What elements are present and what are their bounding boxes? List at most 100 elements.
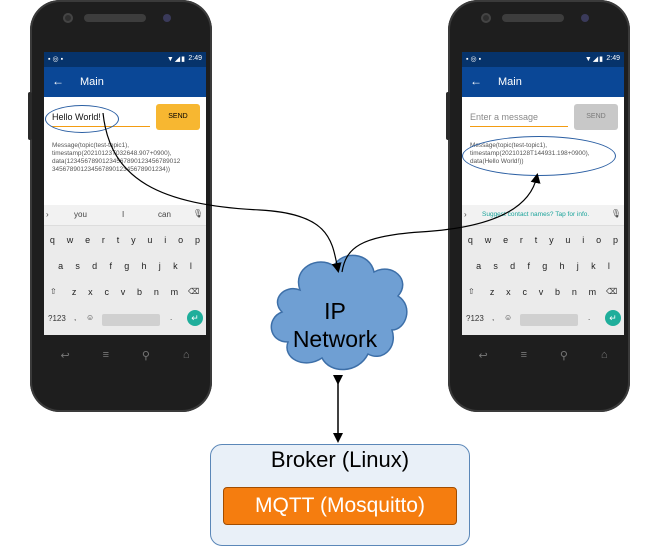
notification-icons: ▪◎▪ xyxy=(466,56,484,63)
key-j[interactable]: j xyxy=(576,261,579,271)
key-p[interactable]: p xyxy=(612,235,618,245)
key-g[interactable]: g xyxy=(124,261,130,271)
key-x[interactable]: x xyxy=(506,287,511,297)
key-c[interactable]: c xyxy=(104,287,109,297)
key-l[interactable]: l xyxy=(189,261,192,271)
period-key[interactable]: . xyxy=(170,313,173,322)
comma-key[interactable]: , xyxy=(74,313,77,322)
message-input[interactable]: Enter a message xyxy=(470,108,568,127)
status-bar: ▪◎▪ ▼◢▮ 2:49 xyxy=(462,52,624,67)
symbols-key[interactable]: ?123 xyxy=(48,314,66,323)
key-k[interactable]: k xyxy=(173,261,178,271)
backspace-key-icon[interactable]: ⌫ xyxy=(188,287,200,296)
key-m[interactable]: m xyxy=(170,287,179,297)
key-f[interactable]: f xyxy=(527,261,530,271)
status-bar: ▪◎▪ ▼◢▮ 2:49 xyxy=(44,52,206,67)
key-r[interactable]: r xyxy=(101,235,105,245)
sensor-icon xyxy=(163,14,171,22)
shift-key-icon[interactable]: ⇧ xyxy=(50,287,57,296)
chevron-right-icon[interactable]: › xyxy=(464,210,467,219)
suggest-hint[interactable]: Suggest contact names? Tap for info. xyxy=(482,211,590,218)
back-arrow-icon[interactable]: ← xyxy=(470,74,482,88)
backspace-key-icon[interactable]: ⌫ xyxy=(606,287,618,296)
emoji-key-icon[interactable]: ☺ xyxy=(86,313,95,322)
shift-key-icon[interactable]: ⇧ xyxy=(468,287,475,296)
search-nav-icon[interactable]: ⚲ xyxy=(141,349,150,362)
key-z[interactable]: z xyxy=(71,287,77,297)
enter-key-icon[interactable]: ↵ xyxy=(605,310,621,326)
key-t[interactable]: t xyxy=(116,235,120,245)
key-m[interactable]: m xyxy=(588,287,597,297)
key-j[interactable]: j xyxy=(158,261,161,271)
key-h[interactable]: h xyxy=(559,261,565,271)
back-nav-icon[interactable]: ↩ xyxy=(60,349,70,362)
home-nav-icon[interactable]: ≡ xyxy=(520,349,527,361)
key-k[interactable]: k xyxy=(591,261,596,271)
key-a[interactable]: a xyxy=(476,261,482,271)
emoji-key-icon[interactable]: ☺ xyxy=(504,313,513,322)
key-b[interactable]: b xyxy=(137,287,143,297)
key-v[interactable]: v xyxy=(538,287,544,297)
key-z[interactable]: z xyxy=(489,287,495,297)
microphone-icon[interactable]: 🎙 xyxy=(192,209,203,218)
signal-icons: ▼◢▮ xyxy=(584,56,604,63)
key-t[interactable]: t xyxy=(534,235,538,245)
key-g[interactable]: g xyxy=(542,261,548,271)
key-r[interactable]: r xyxy=(519,235,523,245)
back-arrow-icon[interactable]: ← xyxy=(52,74,64,88)
key-q[interactable]: q xyxy=(467,235,473,245)
key-v[interactable]: v xyxy=(120,287,126,297)
key-e[interactable]: e xyxy=(503,235,509,245)
key-e[interactable]: e xyxy=(85,235,91,245)
speaker-grille xyxy=(502,14,564,22)
send-button[interactable]: SEND xyxy=(574,104,618,130)
key-l[interactable]: l xyxy=(607,261,610,271)
key-n[interactable]: n xyxy=(153,287,159,297)
space-key[interactable] xyxy=(520,314,578,326)
key-u[interactable]: u xyxy=(147,235,153,245)
symbols-key[interactable]: ?123 xyxy=(466,314,484,323)
key-i[interactable]: i xyxy=(164,235,167,245)
key-u[interactable]: u xyxy=(565,235,571,245)
send-button[interactable]: SEND xyxy=(156,104,200,130)
key-f[interactable]: f xyxy=(109,261,112,271)
microphone-icon[interactable]: 🎙 xyxy=(610,209,621,218)
key-o[interactable]: o xyxy=(178,235,184,245)
space-key[interactable] xyxy=(102,314,160,326)
search-nav-icon[interactable]: ⚲ xyxy=(559,349,568,362)
key-o[interactable]: o xyxy=(596,235,602,245)
key-p[interactable]: p xyxy=(194,235,200,245)
suggestion-word[interactable]: I xyxy=(122,210,125,219)
key-h[interactable]: h xyxy=(141,261,147,271)
key-d[interactable]: d xyxy=(92,261,98,271)
camera-icon xyxy=(481,13,491,23)
enter-key-icon[interactable]: ↵ xyxy=(187,310,203,326)
chevron-right-icon[interactable]: › xyxy=(46,210,49,219)
key-d[interactable]: d xyxy=(510,261,516,271)
suggestion-word[interactable]: you xyxy=(74,210,87,219)
right-phone: ▪◎▪ ▼◢▮ 2:49 ← Main Enter a message SEND… xyxy=(446,0,630,412)
recent-nav-icon[interactable]: ⌂ xyxy=(182,349,190,361)
key-x[interactable]: x xyxy=(88,287,93,297)
key-w[interactable]: w xyxy=(484,235,492,245)
comma-key[interactable]: , xyxy=(492,313,495,322)
back-nav-icon[interactable]: ↩ xyxy=(478,349,488,362)
left-phone-screen: ▪◎▪ ▼◢▮ 2:49 ← Main Hello World! SEND Me… xyxy=(44,52,206,335)
key-s[interactable]: s xyxy=(493,261,498,271)
key-n[interactable]: n xyxy=(571,287,577,297)
period-key[interactable]: . xyxy=(588,313,591,322)
key-c[interactable]: c xyxy=(522,287,527,297)
key-y[interactable]: y xyxy=(131,235,136,245)
key-i[interactable]: i xyxy=(582,235,585,245)
suggestion-word[interactable]: can xyxy=(158,210,171,219)
home-nav-icon[interactable]: ≡ xyxy=(102,349,109,361)
key-b[interactable]: b xyxy=(555,287,561,297)
key-a[interactable]: a xyxy=(58,261,64,271)
key-y[interactable]: y xyxy=(549,235,554,245)
recent-nav-icon[interactable]: ⌂ xyxy=(600,349,608,361)
key-w[interactable]: w xyxy=(66,235,74,245)
key-s[interactable]: s xyxy=(75,261,80,271)
key-q[interactable]: q xyxy=(49,235,55,245)
nav-bar: ↩ ≡ ⚲ ⌂ xyxy=(44,343,206,367)
